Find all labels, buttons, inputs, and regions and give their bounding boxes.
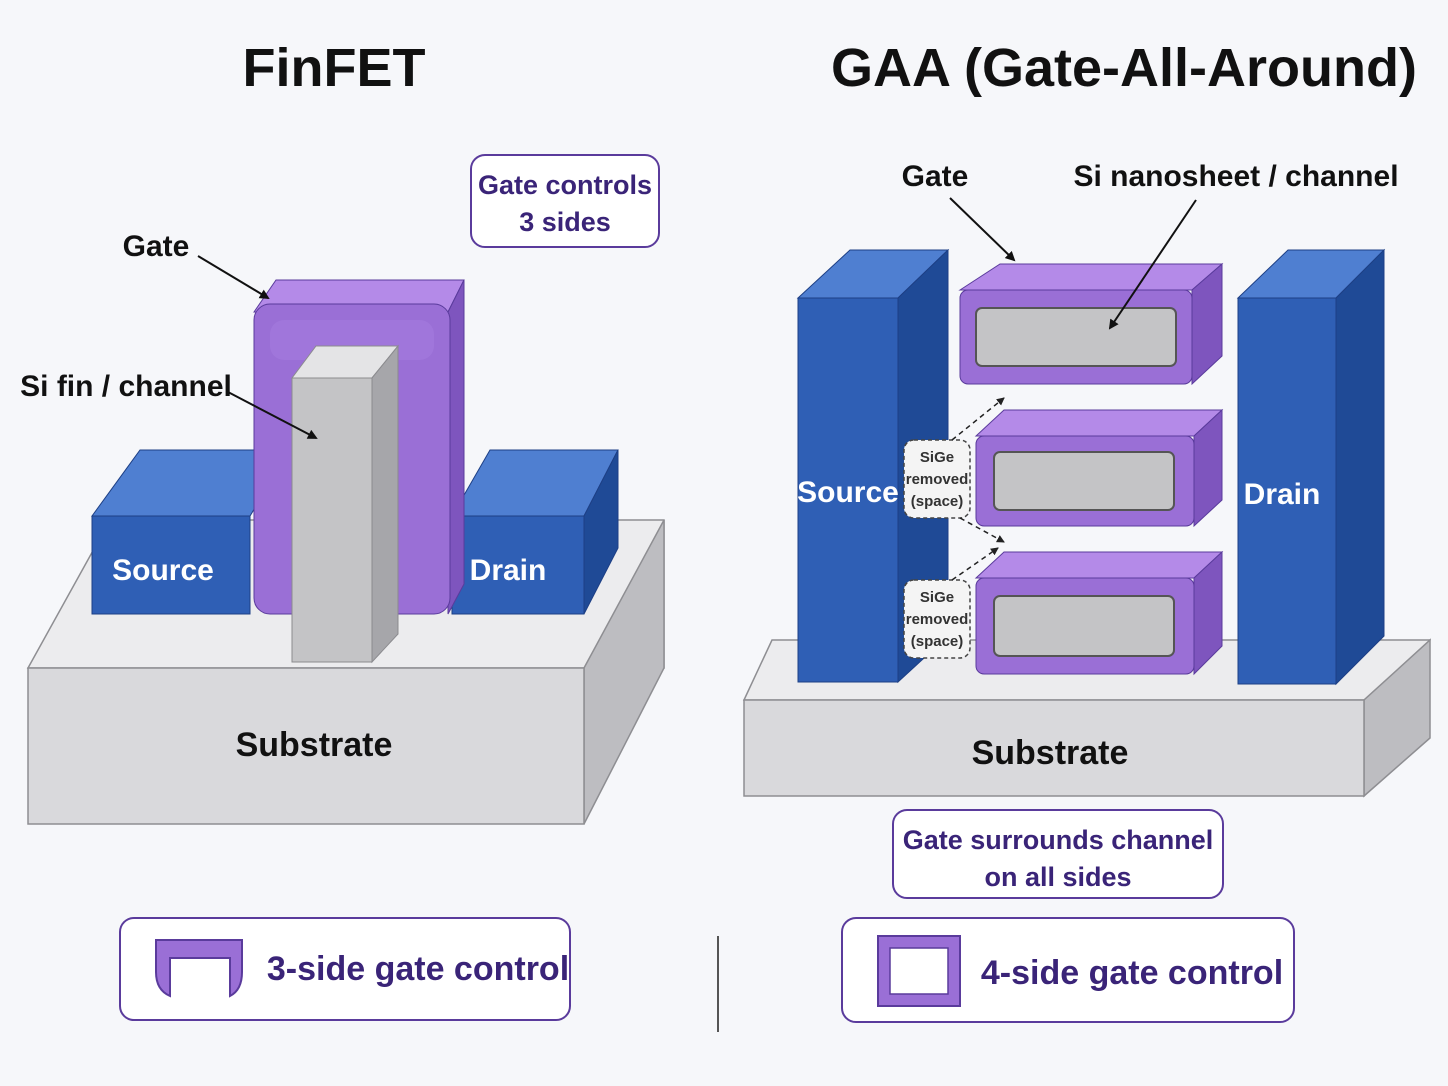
gaa-drain-front xyxy=(1237,297,1337,685)
finfet-callout-box xyxy=(470,154,660,248)
finfet-title: FinFET xyxy=(243,38,426,98)
sige-tag-2: SiGe removed (space) xyxy=(903,547,999,659)
sige-tag-1-line1: SiGe xyxy=(920,449,954,466)
finfet-fin-arrow xyxy=(227,391,318,439)
finfet-gate-annotation: Gate xyxy=(123,230,190,263)
finfet-source-label: Source xyxy=(112,554,214,587)
finfet-legend-label: 3-side gate control xyxy=(267,950,569,988)
gaa-substrate-front xyxy=(743,699,1365,797)
sige-tag-1-line2: removed xyxy=(906,471,969,488)
sige-tag-2-line2: removed xyxy=(906,611,969,628)
gaa-nanosheet-annotation: Si nanosheet / channel xyxy=(1073,160,1398,193)
gaa-substrate-label: Substrate xyxy=(972,734,1129,772)
finfet-drain-label: Drain xyxy=(470,554,547,587)
gaa-gate-bot-surface xyxy=(974,551,1224,579)
gaa-gate-top-surface xyxy=(958,263,1224,291)
gaa-nanosheet-middle xyxy=(974,408,1224,528)
sige-tag-2-line1: SiGe xyxy=(920,589,954,606)
finfet-fin-side xyxy=(371,344,399,664)
sige-tag-2-box xyxy=(903,579,971,659)
gaa-nanosheet-arrow xyxy=(1108,199,1197,330)
gaa-channel-mid xyxy=(993,451,1175,511)
gaa-gate-mid-surface xyxy=(974,409,1224,437)
finfet-callout-line2: 3 sides xyxy=(519,207,611,237)
gaa-nanosheet-top xyxy=(958,262,1224,386)
gaa-drain-label: Drain xyxy=(1244,478,1321,511)
gaa-callout-line2: on all sides xyxy=(984,862,1131,892)
sige-tag-2-arrow-up xyxy=(951,547,999,581)
gaa-structure: SiGe removed (space) SiGe removed (space… xyxy=(742,248,1432,798)
gaa-legend-label: 4-side gate control xyxy=(981,954,1283,992)
square-frame-icon-inner xyxy=(889,947,949,995)
gaa-source-label: Source xyxy=(797,476,899,509)
finfet-fin-front xyxy=(291,377,373,663)
gaa-gate-arrow xyxy=(949,197,1016,262)
gaa-gate-annotation: Gate xyxy=(902,160,969,193)
finfet-substrate-label: Substrate xyxy=(236,726,393,764)
finfet-source-front xyxy=(91,515,251,615)
finfet-legend: 3-side gate control xyxy=(119,917,571,1021)
finfet-fin-annotation: Si fin / channel xyxy=(20,370,232,403)
finfet-callout-line1: Gate controls xyxy=(478,170,652,200)
gaa-source-front xyxy=(797,297,899,683)
finfet-callout: Gate controls 3 sides xyxy=(470,154,660,248)
finfet-drain-front xyxy=(451,515,585,615)
gaa-callout-line1: Gate surrounds channel xyxy=(903,825,1214,855)
finfet-substrate-front xyxy=(27,667,585,825)
finfet-structure: Source Drain Substrate xyxy=(26,279,665,825)
gaa-nanosheet-bottom xyxy=(974,550,1224,676)
sige-tag-2-line3: (space) xyxy=(911,633,964,650)
u-shape-icon xyxy=(155,939,243,998)
sige-tag-1-arrow-up xyxy=(951,397,1005,441)
sige-tag-1-line3: (space) xyxy=(911,493,964,510)
gaa-legend: 4-side gate control xyxy=(841,917,1295,1023)
sige-tag-1-box xyxy=(903,439,971,519)
gaa-callout-box xyxy=(892,809,1224,899)
gaa-channel-bottom xyxy=(993,595,1175,657)
finfet-gate-arrow xyxy=(197,255,270,300)
gaa-channel-top xyxy=(975,307,1177,367)
sige-tag-1: SiGe removed (space) xyxy=(903,397,1005,543)
gaa-callout: Gate surrounds channel on all sides xyxy=(892,809,1224,899)
gaa-drain-side xyxy=(1335,248,1385,686)
gaa-title: GAA (Gate-All-Around) xyxy=(831,38,1417,98)
